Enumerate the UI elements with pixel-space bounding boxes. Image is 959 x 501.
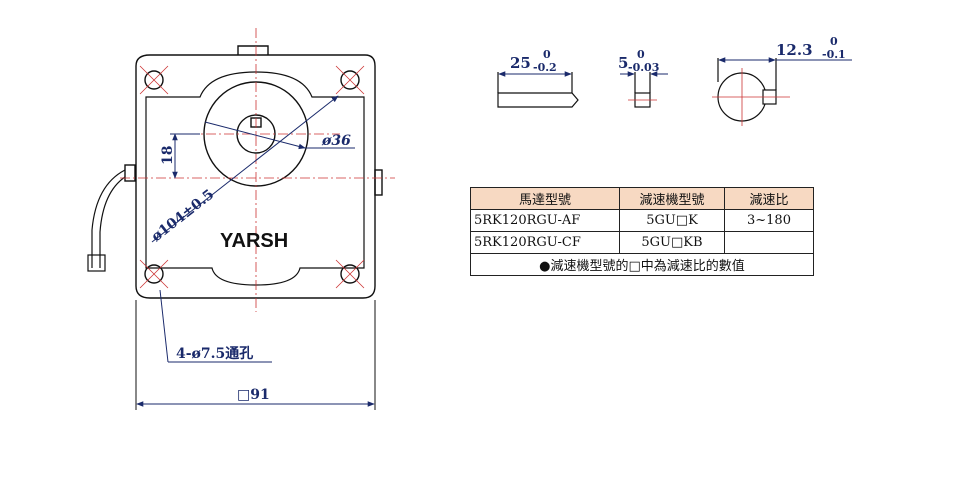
wire-exit (124, 164, 136, 182)
header-ratio: 減速比 (724, 187, 814, 210)
key-height-view (712, 58, 790, 126)
top-notch (237, 45, 269, 55)
cell-reducer-model: 5GU□K (619, 209, 725, 232)
table-note-row: ●減速機型號的□中為減速比的數值 (470, 253, 814, 276)
mounting-hole (340, 70, 360, 90)
key-width-label: 5 (618, 54, 628, 72)
table-note: ●減速機型號的□中為減速比的數值 (470, 253, 814, 276)
key-height-label: 12.3 (776, 41, 813, 59)
shaft-length-tol-lower: -0.2 (533, 61, 557, 74)
mounting-hole (340, 264, 360, 284)
header-reducer-model: 減速機型號 (619, 187, 725, 210)
shaft-length-label: 25 (510, 54, 531, 72)
key-width-tol-lower: -0.03 (628, 61, 659, 74)
mounting-holes (144, 70, 360, 284)
pcd-label: ø104±0.5 (149, 187, 218, 246)
motor-front-view (87, 45, 383, 299)
cell-reducer-model: 5GU□KB (619, 231, 725, 254)
shaft-diameter-label: ø36 (321, 133, 351, 149)
lead-wire (99, 176, 126, 268)
key-width-view (628, 72, 657, 108)
table-row: 5RK120RGU-CF 5GU□KB (470, 231, 814, 254)
key-height-tol-lower: -0.1 (822, 48, 846, 61)
hole-crosses (139, 65, 365, 289)
wire-connector (87, 254, 106, 272)
cell-motor-model: 5RK120RGU-CF (470, 231, 620, 254)
shaft-side-view (497, 72, 579, 108)
cell-ratio (724, 231, 814, 254)
cell-ratio: 3~180 (724, 209, 814, 232)
offset-label: 18 (160, 146, 176, 165)
gearbox-outline (145, 71, 365, 286)
holes-label: 4-ø7.5通孔 (176, 346, 253, 362)
key-width-tol-upper: 0 (637, 48, 645, 61)
mounting-hole (144, 264, 164, 284)
lead-wire (91, 169, 126, 268)
table-row: 5RK120RGU-AF 5GU□K 3~180 (470, 209, 814, 232)
brand-label: YARSH (220, 230, 288, 252)
header-motor-model: 馬達型號 (470, 187, 620, 210)
shaft-length-tol-upper: 0 (543, 48, 551, 61)
key-height-tol-upper: 0 (830, 35, 838, 48)
front-dimensions (135, 95, 376, 410)
mounting-hole (144, 70, 164, 90)
side-boss (374, 169, 383, 196)
motor-outer-frame (135, 54, 376, 299)
cell-motor-model: 5RK120RGU-AF (470, 209, 620, 232)
centerlines (120, 28, 395, 312)
reducer-spec-table: 馬達型號 減速機型號 減速比 5RK120RGU-AF 5GU□K 3~180 … (470, 187, 814, 276)
square-size-label: □91 (237, 387, 270, 403)
